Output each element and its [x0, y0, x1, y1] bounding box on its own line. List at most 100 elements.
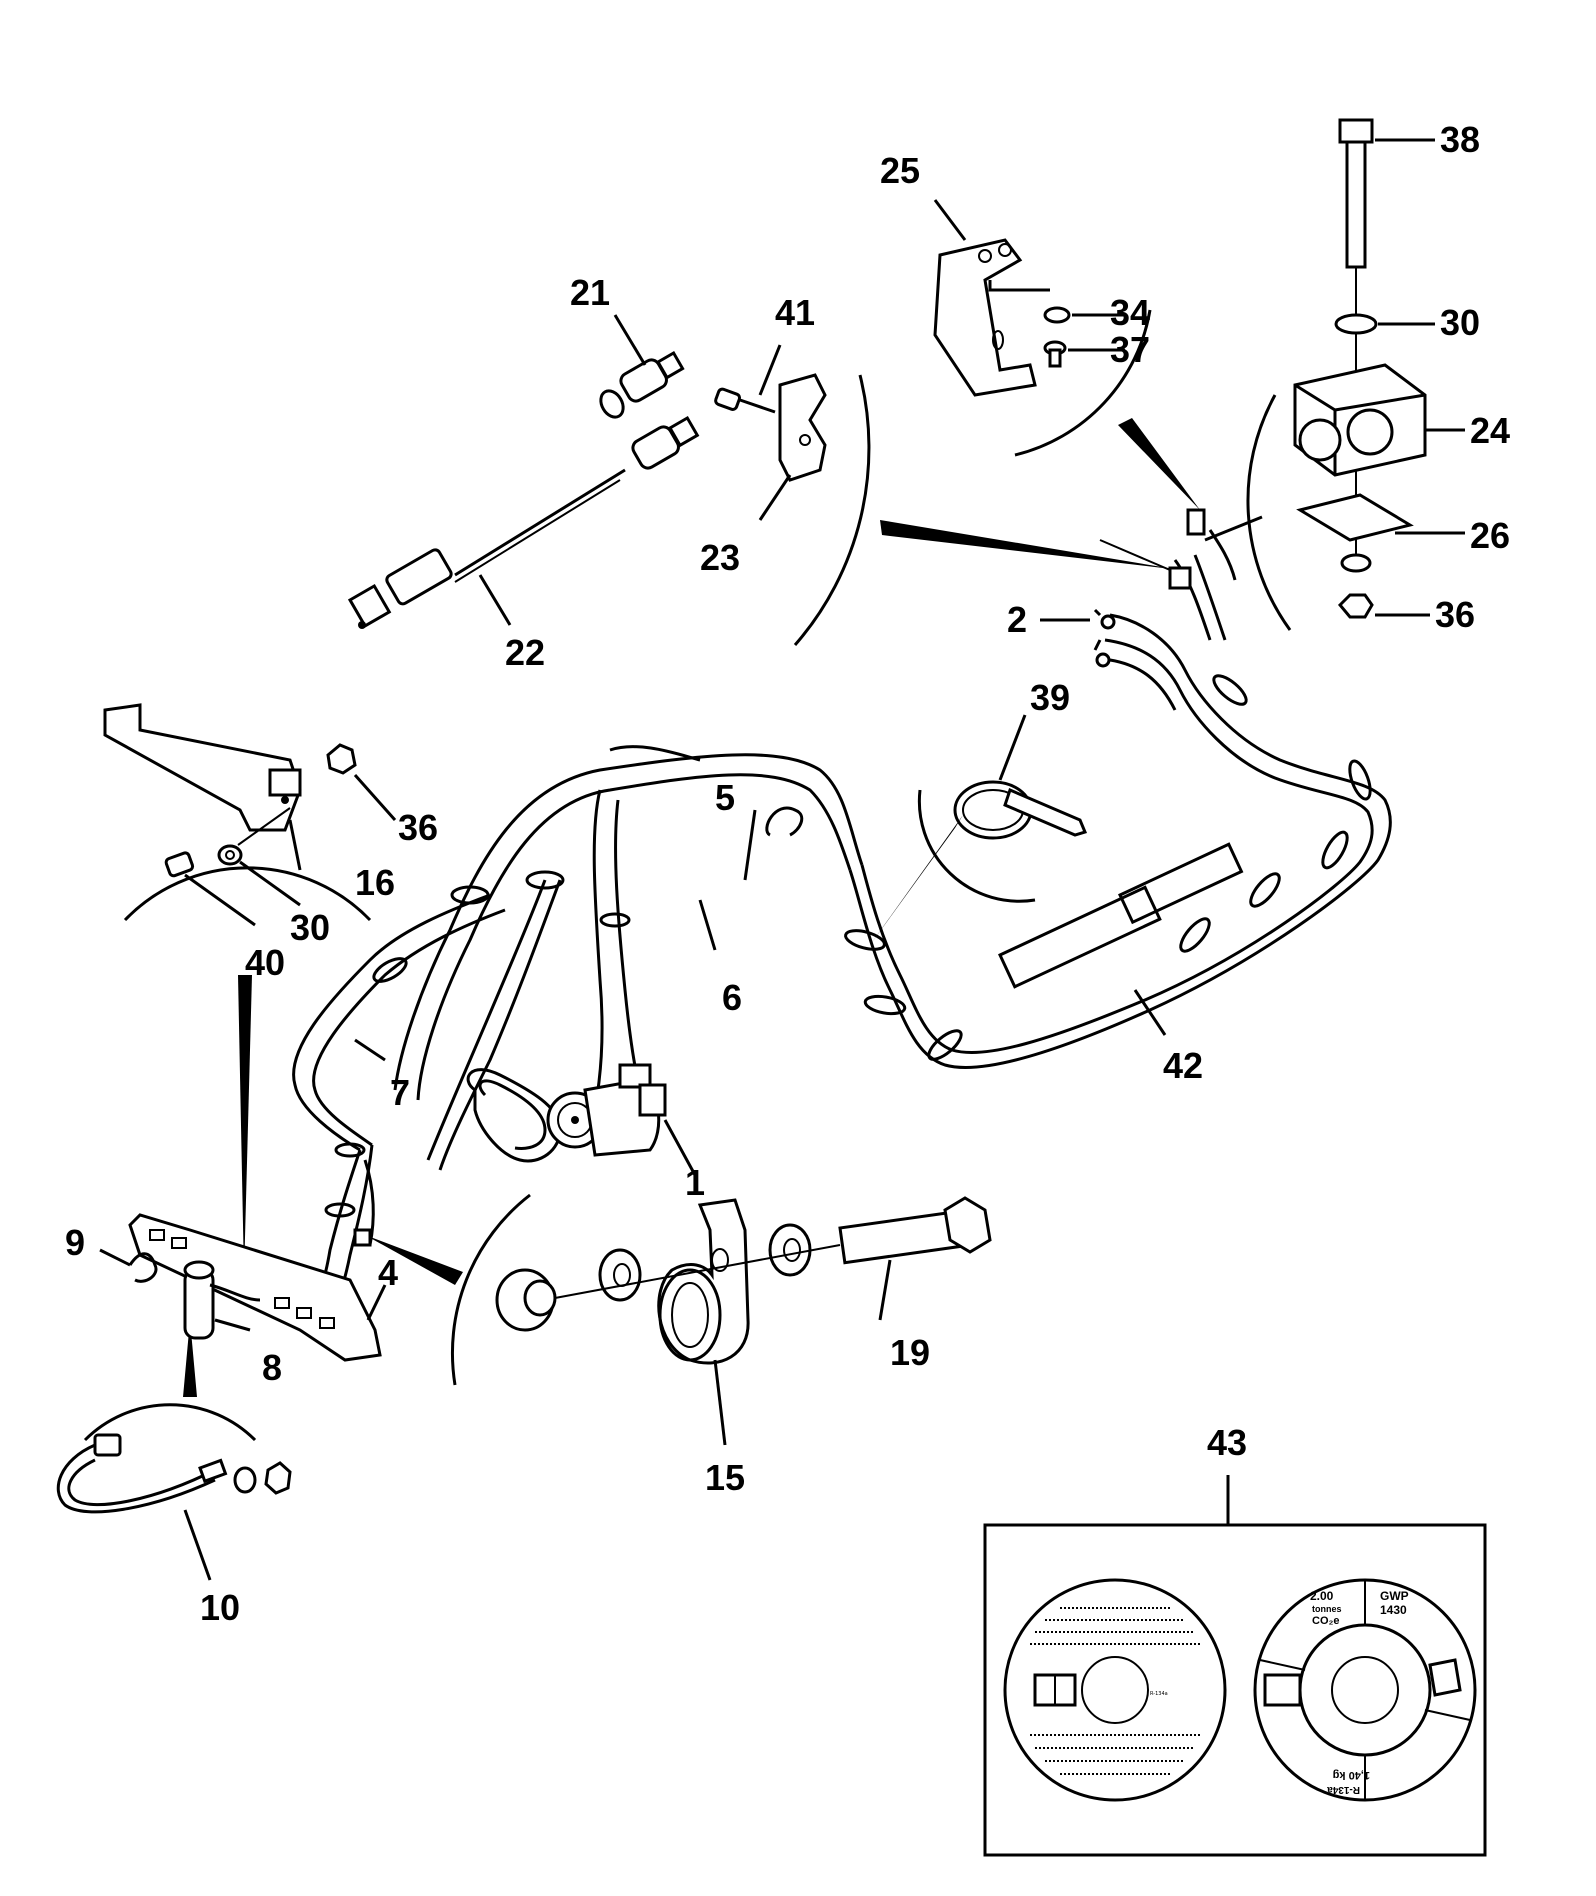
bracket-25 [933, 238, 1050, 397]
detail-arc-clamp [1246, 394, 1292, 631]
pressure-switch-cable-22 [347, 415, 700, 629]
nut-hose [264, 1461, 292, 1495]
leader-7 [354, 1038, 386, 1062]
leader-36-bracket [353, 774, 397, 821]
gwp-value: 1430 [1380, 1603, 1407, 1617]
centerline-16 [237, 807, 291, 846]
callout-1: 1 [685, 1162, 705, 1203]
callout-19: 19 [890, 1332, 930, 1373]
hose-sleeve-42 [998, 842, 1244, 989]
detail-arc-bracket [1014, 309, 1152, 457]
leader-19 [878, 1259, 892, 1321]
callout-40: 40 [245, 942, 285, 983]
bolt-19 [838, 1196, 992, 1265]
leader-1 [663, 1119, 697, 1176]
wedge-bracket-16 [238, 975, 252, 1275]
clip-mount [353, 1228, 372, 1247]
washer-clip-1 [598, 1248, 642, 1302]
callout-7: 7 [390, 1072, 410, 1113]
left-refrigerant-text: R-134a [1150, 1691, 1168, 1697]
leader-39 [998, 714, 1027, 781]
leader-4 [366, 1284, 387, 1321]
centerline-clip [554, 1244, 841, 1299]
bracket-16 [103, 703, 302, 832]
screw-40 [164, 851, 195, 878]
hose-end-fittings [1095, 508, 1237, 668]
screw-37 [1043, 340, 1067, 368]
callout-37: 37 [1110, 329, 1150, 370]
wedge-clip [365, 1235, 463, 1285]
plate-23 [778, 373, 827, 482]
callout-10: 10 [200, 1587, 240, 1628]
label-disc-left [1003, 1578, 1227, 1802]
callout-34: 34 [1110, 292, 1150, 333]
leader-16 [288, 819, 302, 871]
leader-8 [214, 1318, 251, 1332]
mount-bracket-4 [128, 1213, 382, 1362]
pressure-switch-21 [599, 350, 685, 419]
detail-arc-hose [83, 1403, 257, 1442]
bolt-38 [1338, 118, 1374, 269]
callout-9: 9 [65, 1222, 85, 1263]
callout-42: 42 [1163, 1045, 1203, 1086]
callout-36-bracket: 36 [398, 807, 438, 848]
rubber-clamp-15 [657, 1198, 750, 1365]
leader-42 [1133, 989, 1167, 1036]
callout-38: 38 [1440, 119, 1480, 160]
detail-arc-switch [793, 374, 871, 646]
leader-30-bracket [239, 860, 301, 907]
callout-22: 22 [505, 632, 545, 673]
plate-26 [1296, 493, 1414, 542]
wedge-tie [870, 815, 963, 945]
leader-6 [698, 899, 717, 951]
nut-36-bracket [326, 743, 357, 775]
callout-21: 21 [570, 272, 610, 313]
washer-30-bracket [217, 844, 243, 866]
leader-10 [183, 1509, 212, 1581]
washer-clip-2 [768, 1223, 812, 1277]
washer-30-clamp [1334, 313, 1378, 335]
hose-harness [292, 608, 1392, 1311]
callout-43: 43 [1207, 1422, 1247, 1463]
callout-36-clamp: 36 [1435, 594, 1475, 635]
leader-22 [478, 574, 512, 626]
wedge-bracket [1118, 418, 1200, 510]
callout-16: 16 [355, 862, 395, 903]
leader-40 [184, 873, 256, 927]
callout-5: 5 [715, 777, 735, 818]
leader-25 [933, 199, 967, 241]
callout-39: 39 [1030, 677, 1070, 718]
detail-arc-bracket-16 [123, 866, 372, 922]
refrigerant-label-panel: R-134a 2.00 tonnes CO₂e GWP 1430 1,40 kg… [983, 1523, 1487, 1857]
bolt-41 [714, 387, 776, 414]
hose-10 [56, 1433, 228, 1514]
callout-6: 6 [722, 977, 742, 1018]
cable-tie-39 [953, 780, 1088, 840]
callout-23: 23 [700, 537, 740, 578]
callout-41: 41 [775, 292, 815, 333]
gloves-icon [1428, 1658, 1462, 1697]
co2-value: 2.00 [1310, 1589, 1334, 1603]
callout-4: 4 [378, 1252, 398, 1293]
wedge-hose [183, 1320, 197, 1397]
compressor [466, 1063, 667, 1163]
detail-arc-clip [450, 1193, 531, 1386]
leader-41 [758, 344, 782, 396]
wedge-switch [880, 520, 1180, 570]
co2-unit-line1: tonnes [1312, 1604, 1342, 1614]
callout-8: 8 [262, 1347, 282, 1388]
callout-26: 26 [1470, 515, 1510, 556]
callout-2: 2 [1007, 599, 1027, 640]
harness-clips [324, 674, 1372, 1218]
leader-15 [713, 1359, 727, 1446]
left-fine-print-top [1030, 1607, 1200, 1645]
leader-5 [743, 809, 757, 881]
hose-bracket-9 [128, 1252, 158, 1283]
book-icon-right [1263, 1673, 1302, 1707]
washer-clamp-lower [1340, 553, 1372, 573]
co2-unit-line2: CO₂e [1312, 1615, 1340, 1627]
clamp-block-24 [1293, 363, 1427, 477]
charge-text: 1,40 kg [1333, 1769, 1370, 1781]
